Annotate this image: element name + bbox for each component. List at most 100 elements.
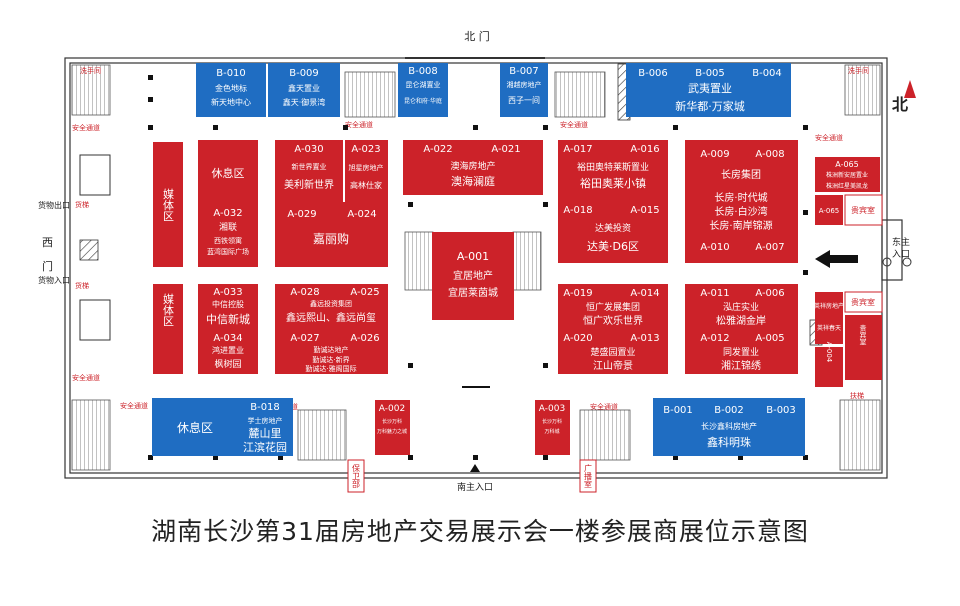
booth-a023[interactable] bbox=[345, 140, 388, 202]
west-lift-box bbox=[79, 299, 111, 341]
booth-a004[interactable] bbox=[815, 347, 843, 387]
booth-a019-a014[interactable] bbox=[558, 284, 668, 329]
booth-b009[interactable] bbox=[268, 63, 340, 117]
booth-a002-company: 长沙万科 bbox=[382, 418, 402, 425]
booth-a017-company: 裕田奥特莱斯置业 bbox=[577, 161, 649, 173]
booth-a003[interactable] bbox=[535, 400, 570, 455]
booth-a065-project: 株洲红星美凯龙 bbox=[826, 182, 868, 190]
east-annex-wall bbox=[881, 219, 903, 281]
booth-a020-a013[interactable] bbox=[558, 329, 668, 374]
broadcast-room[interactable] bbox=[579, 459, 597, 493]
booth-a005-code: A-005 bbox=[755, 333, 784, 344]
booth-a001-company: 宜居地产 bbox=[453, 269, 493, 282]
rest-zone-2[interactable] bbox=[152, 398, 238, 456]
stairs-sw bbox=[71, 399, 111, 471]
booth-a012-a005[interactable] bbox=[685, 329, 798, 374]
booth-a018-project: 达美·D6区 bbox=[587, 240, 639, 253]
booth-a009-a007[interactable] bbox=[685, 140, 798, 263]
guest-room-1-label: 贵宾室 bbox=[851, 205, 875, 215]
booth-a017-a016[interactable] bbox=[558, 140, 668, 195]
booth-a020-code: A-020 bbox=[563, 333, 592, 344]
booth-a032[interactable] bbox=[198, 202, 258, 267]
booth-a019-project: 恒广欢乐世界 bbox=[583, 314, 643, 327]
booth-a001-code: A-001 bbox=[457, 250, 489, 263]
booth-a065[interactable] bbox=[815, 157, 880, 192]
west-gate-label-1: 西 bbox=[42, 236, 53, 249]
media-zone-2-label: 媒体区 bbox=[162, 293, 175, 326]
booth-a029-a024[interactable] bbox=[275, 202, 388, 267]
booth-a018-a015[interactable] bbox=[558, 195, 668, 263]
booth-a034-project: 枫树园 bbox=[214, 358, 241, 370]
guest-room-1[interactable] bbox=[844, 194, 883, 226]
booth-a028-code: A-028 bbox=[290, 287, 319, 298]
stairs-se bbox=[839, 399, 881, 471]
booth-a033[interactable] bbox=[198, 284, 258, 329]
booth-a026-code: A-026 bbox=[350, 333, 379, 344]
stairs-south-right bbox=[579, 409, 631, 461]
booth-a032-code: A-032 bbox=[213, 208, 242, 219]
booth-a023-project: 高林仕家 bbox=[350, 180, 382, 190]
booth-yingxiang[interactable] bbox=[815, 292, 843, 344]
booth-a009-code: A-009 bbox=[700, 149, 729, 160]
booth-a065b-code: A-065 bbox=[819, 207, 840, 215]
east-entrance-arrow-icon bbox=[815, 250, 858, 268]
east-entrance-label-1: 东主 bbox=[892, 236, 910, 248]
rest-zone-2-label: 休息区 bbox=[177, 420, 213, 435]
booth-a007-code: A-007 bbox=[755, 242, 784, 253]
booth-a009-project3: 长房·南岸锦源 bbox=[709, 219, 772, 232]
escalator-label: 扶梯 bbox=[850, 391, 864, 400]
guest-room-3-label: 贵宾室 bbox=[859, 324, 867, 346]
safety-passage-label: 安全通道 bbox=[815, 133, 843, 142]
booth-b001-b003[interactable] bbox=[653, 398, 805, 456]
rest-zone-1[interactable] bbox=[198, 140, 258, 202]
booth-a003-project: 万科城 bbox=[544, 428, 559, 435]
guest-room-2[interactable] bbox=[844, 291, 883, 313]
cargo-exit-label: 货物出口 bbox=[38, 200, 70, 210]
media-zone-1[interactable] bbox=[153, 142, 183, 267]
booth-a002[interactable] bbox=[375, 400, 410, 455]
booth-b018-project2: 江滨花园 bbox=[243, 440, 287, 454]
security-office[interactable] bbox=[347, 459, 365, 493]
booth-a017-project: 裕田奥莱小镇 bbox=[580, 176, 646, 190]
guest-room-2-label: 贵宾室 bbox=[851, 297, 875, 307]
media-zone-2[interactable] bbox=[153, 284, 183, 374]
stairs-north-left bbox=[344, 71, 396, 118]
booth-a065b[interactable] bbox=[815, 195, 843, 225]
booth-a022-a021[interactable] bbox=[403, 140, 543, 195]
booth-a032-project2: 蓝湾国际广场 bbox=[207, 247, 249, 256]
booth-a027-a026[interactable] bbox=[275, 329, 388, 374]
booth-a015-code: A-015 bbox=[630, 205, 659, 216]
booth-a034[interactable] bbox=[198, 329, 258, 374]
booth-b007[interactable] bbox=[500, 63, 548, 117]
booth-a001[interactable] bbox=[432, 232, 514, 320]
booth-b005-code: B-005 bbox=[695, 68, 725, 79]
booth-a027-project2: 勤诚达·雅阁国际 bbox=[305, 364, 356, 373]
south-entrance-label: 南主入口 bbox=[457, 481, 493, 493]
booth-a030[interactable] bbox=[275, 140, 343, 202]
stairs-south-left bbox=[297, 409, 347, 461]
booth-b009-code: B-009 bbox=[289, 68, 319, 79]
booth-b010-code: B-010 bbox=[216, 68, 246, 79]
booth-b018-company: 学士房地产 bbox=[248, 416, 283, 425]
booth-a022-code: A-022 bbox=[423, 144, 452, 155]
restroom-label: 洗手间 bbox=[848, 66, 869, 75]
booth-a011-a006[interactable] bbox=[685, 284, 798, 329]
pillars bbox=[148, 75, 808, 460]
booth-a010-code: A-010 bbox=[700, 242, 729, 253]
booth-b018[interactable] bbox=[238, 398, 293, 456]
booth-b010[interactable] bbox=[196, 63, 266, 117]
booth-b008[interactable] bbox=[398, 63, 448, 117]
booth-a003-company: 长沙万科 bbox=[542, 418, 562, 425]
booth-a024-code: A-024 bbox=[347, 209, 376, 220]
booth-a028-project: 鑫远熙山、鑫远尚玺 bbox=[286, 311, 376, 324]
booth-a033-company: 中信控股 bbox=[212, 299, 244, 309]
east-gate-post bbox=[902, 257, 912, 267]
safety-passage-label: 安全通道 bbox=[72, 123, 100, 132]
booth-a019-company: 恒广发展集团 bbox=[586, 301, 640, 313]
booth-a012-project: 湘江锦绣 bbox=[721, 359, 761, 372]
booth-a028-a025[interactable] bbox=[275, 284, 388, 329]
guest-room-3[interactable] bbox=[845, 315, 882, 380]
booth-a009-project1: 长房·时代城 bbox=[714, 191, 767, 204]
booth-b006-b004[interactable] bbox=[626, 63, 791, 117]
booth-a002-code: A-002 bbox=[379, 404, 405, 414]
